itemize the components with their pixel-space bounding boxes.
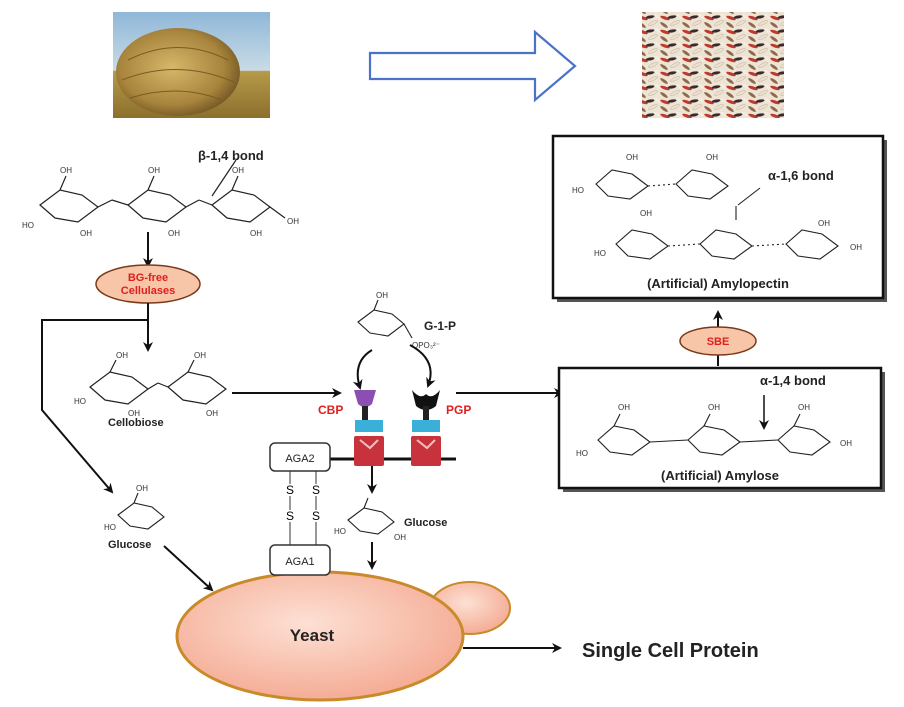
svg-text:OH: OH — [232, 166, 244, 175]
svg-text:OH: OH — [168, 229, 180, 238]
hollow-arrow — [368, 29, 577, 103]
cellulases-label-line2: Cellulases — [121, 285, 175, 297]
svg-text:HO: HO — [104, 523, 116, 532]
disulfide-bonds — [289, 471, 317, 545]
svg-text:OPO₃²⁻: OPO₃²⁻ — [412, 341, 440, 350]
pgp-enzyme — [412, 390, 440, 420]
sbe-oval: SBE — [679, 326, 757, 356]
s-atom: S — [312, 483, 320, 497]
s-atom: S — [312, 509, 320, 523]
svg-text:HO: HO — [22, 221, 34, 230]
glucose-label-mid: Glucose — [404, 517, 447, 529]
svg-text:OH: OH — [818, 219, 830, 228]
cbp-enzyme — [354, 390, 376, 420]
cellobiose-label: Cellobiose — [108, 417, 164, 429]
alpha14-bond-label: α-1,4 bond — [760, 373, 826, 388]
cellulases-label-line1: BG-free — [128, 272, 168, 284]
svg-text:OH: OH — [626, 153, 638, 162]
svg-text:OH: OH — [250, 229, 262, 238]
svg-text:OH: OH — [136, 484, 148, 493]
pgp-label: PGP — [446, 403, 471, 417]
svg-text:OH: OH — [798, 403, 810, 412]
glucose-label-left: Glucose — [108, 539, 151, 551]
alpha16-bond-label: α-1,6 bond — [768, 168, 834, 183]
svg-text:OH: OH — [148, 166, 160, 175]
straw-bale-photo — [113, 12, 270, 118]
glucose-structure-left — [117, 492, 165, 530]
svg-text:OH: OH — [287, 217, 299, 226]
cyan-linkers — [355, 420, 440, 432]
cbp-label: CBP — [318, 403, 343, 417]
cellobiose-structure — [89, 359, 227, 405]
aga1-label: AGA1 — [285, 556, 314, 568]
svg-text:OH: OH — [116, 351, 128, 360]
amylose-label: (Artificial) Amylose — [661, 468, 779, 483]
svg-text:OH: OH — [128, 409, 140, 418]
g1p-structure — [357, 299, 413, 339]
surface-anchors — [322, 436, 456, 466]
amylose-box: OH OH OH HO OH α-1,4 bond (Artificial) A… — [557, 366, 885, 492]
svg-text:HO: HO — [594, 249, 606, 258]
sbe-label: SBE — [707, 336, 730, 348]
svg-text:HO: HO — [576, 449, 588, 458]
beta-bond-label: β-1,4 bond — [198, 148, 264, 163]
g1p-label: G-1-P — [424, 319, 456, 333]
svg-text:OH: OH — [708, 403, 720, 412]
amylopectin-box: HO OH OH OH OH HO OH α-1,6 bond (Artific… — [551, 134, 887, 302]
aga2-box: AGA2 — [269, 442, 331, 472]
svg-text:HO: HO — [334, 527, 346, 536]
svg-text:OH: OH — [376, 291, 388, 300]
svg-text:OH: OH — [640, 209, 652, 218]
svg-text:HO: HO — [74, 397, 86, 406]
s-atom: S — [286, 509, 294, 523]
yeast-cell: Yeast — [175, 570, 511, 702]
svg-text:OH: OH — [60, 166, 72, 175]
svg-text:OH: OH — [194, 351, 206, 360]
svg-text:OH: OH — [206, 409, 218, 418]
svg-text:HO: HO — [572, 186, 584, 195]
svg-text:OH: OH — [706, 153, 718, 162]
cellulose-structure — [39, 159, 286, 223]
svg-text:OH: OH — [618, 403, 630, 412]
svg-text:OH: OH — [850, 243, 862, 252]
glucose-structure-mid — [347, 497, 395, 535]
colored-rice-grains-photo — [642, 12, 784, 118]
svg-text:OH: OH — [80, 229, 92, 238]
amylopectin-label: (Artificial) Amylopectin — [647, 276, 789, 291]
svg-text:OH: OH — [394, 533, 406, 542]
svg-text:OH: OH — [840, 439, 852, 448]
s-atom: S — [286, 483, 294, 497]
aga2-label: AGA2 — [285, 453, 314, 465]
bg-free-cellulases-oval: BG-free Cellulases — [95, 264, 201, 304]
aga1-box: AGA1 — [269, 544, 331, 576]
yeast-label: Yeast — [290, 626, 335, 645]
single-cell-protein-label: Single Cell Protein — [582, 640, 759, 662]
